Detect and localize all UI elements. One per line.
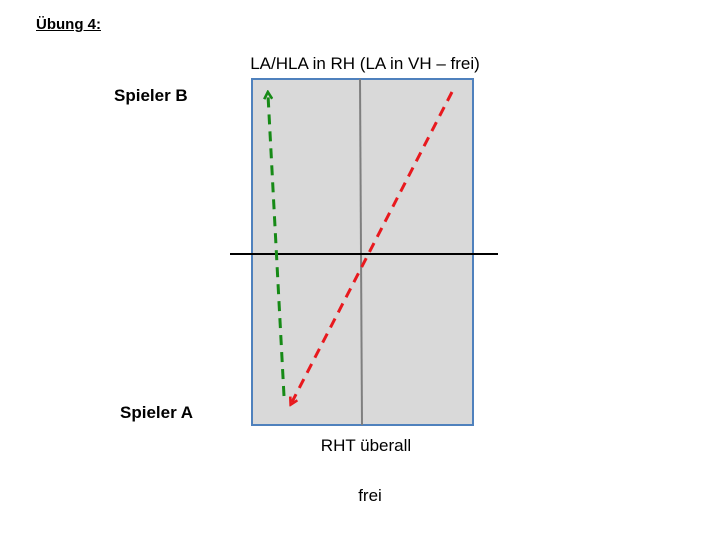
player-b-label: Spieler B <box>114 86 188 105</box>
bottom-caption-1: RHT überall <box>320 436 412 455</box>
top-caption: LA/HLA in RH (LA in VH – frei) <box>250 54 480 73</box>
player-a-label: Spieler A <box>120 403 194 422</box>
exercise-title: Übung 4: <box>36 16 101 33</box>
red-arrow-path <box>292 91 454 402</box>
center-line <box>359 78 363 426</box>
bottom-caption-2: frei <box>358 486 382 505</box>
